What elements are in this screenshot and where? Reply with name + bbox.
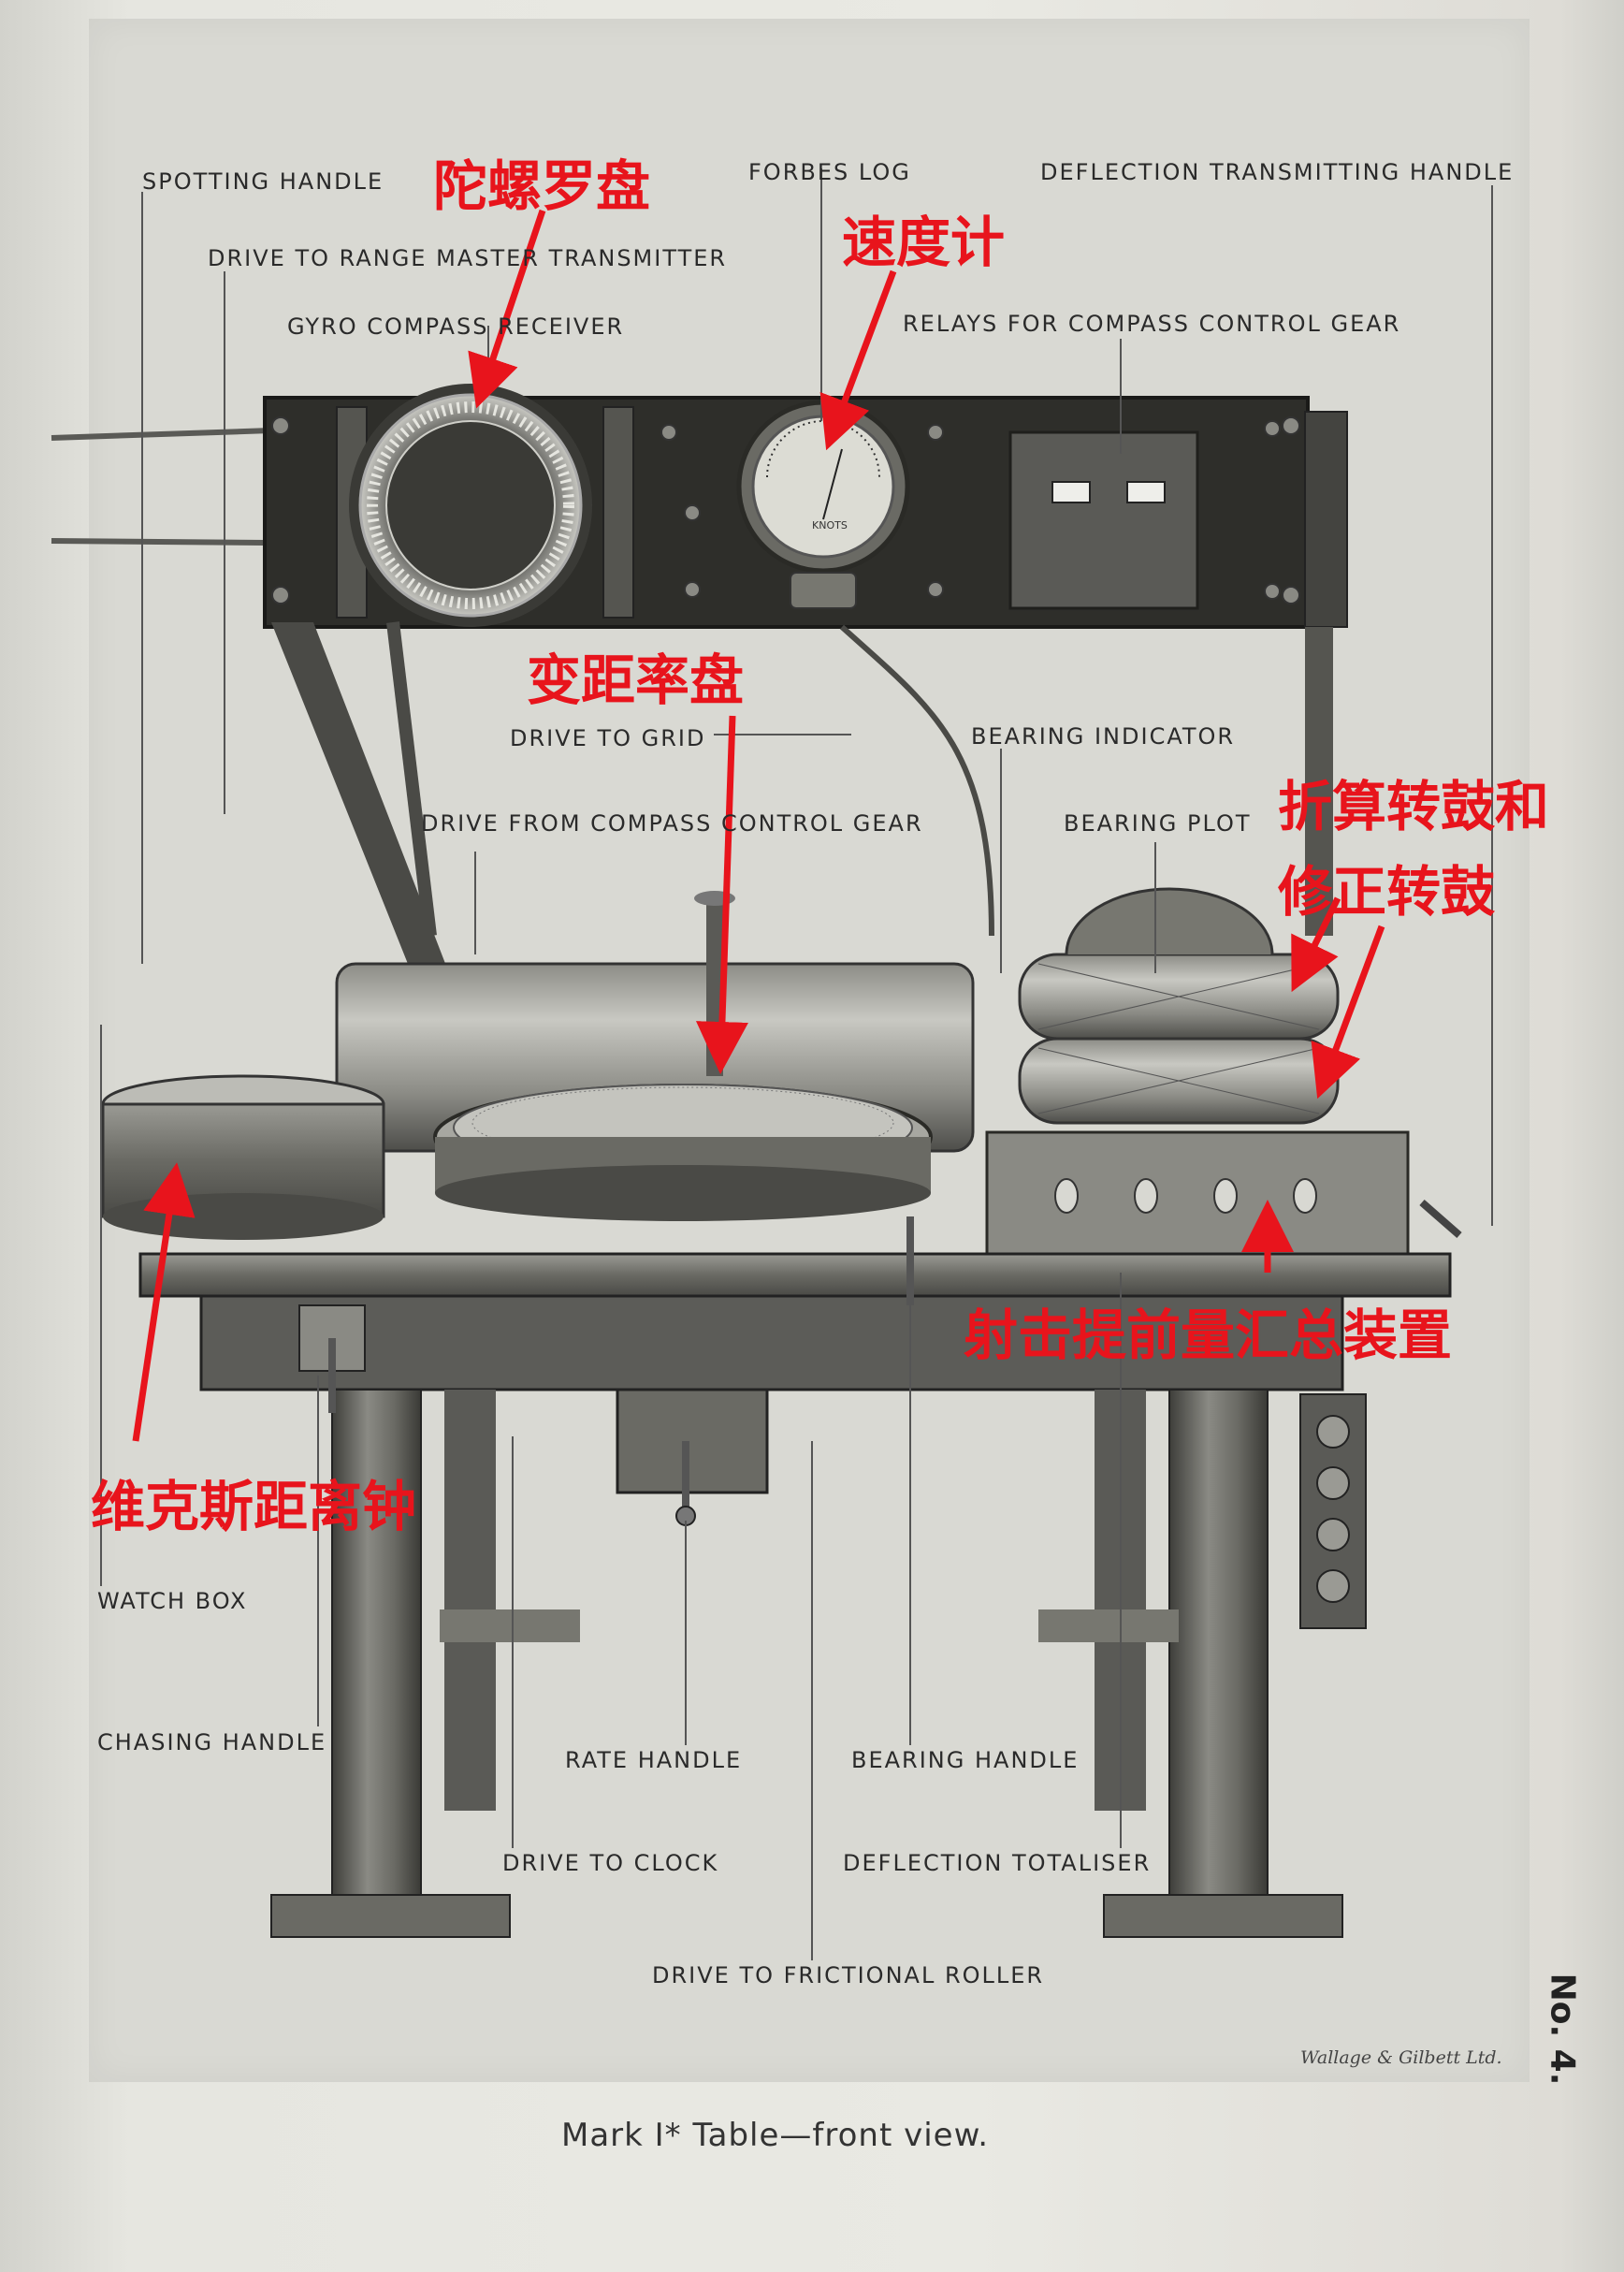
- label-rate-handle: RATE HANDLE: [565, 1747, 743, 1773]
- page-number-text: No. 4.: [1543, 1973, 1582, 2086]
- label-bearing-indicator: BEARING INDICATOR: [971, 723, 1236, 750]
- label-gyro-compass-receiver: GYRO COMPASS RECEIVER: [287, 313, 625, 340]
- label-drive-to-range-master: DRIVE TO RANGE MASTER TRANSMITTER: [208, 245, 728, 271]
- label-chasing-handle: CHASING HANDLE: [97, 1729, 327, 1755]
- annotation-drums-line1: 折算转鼓和: [1278, 775, 1550, 838]
- annotation-arrows: [132, 209, 1385, 1442]
- dial-unit-text: KNOTS: [812, 519, 848, 532]
- annotation-drums-line2: 修正转鼓: [1278, 860, 1496, 924]
- publisher-credit: Wallage & Gilbett Ltd.: [1300, 2047, 1502, 2068]
- annotation-speedometer: 速度计: [842, 211, 1006, 274]
- annotation-vickers-clock: 维克斯距离钟: [91, 1475, 417, 1538]
- label-drive-from-compass-control: DRIVE FROM COMPASS CONTROL GEAR: [421, 810, 923, 837]
- annotation-gyro-compass: 陀螺罗盘: [433, 154, 651, 218]
- annotation-rate-plate: 变距率盘: [527, 648, 745, 712]
- label-watch-box: WATCH BOX: [97, 1588, 248, 1614]
- label-forbes-log: FORBES LOG: [748, 159, 911, 185]
- panel-supports: [271, 621, 1333, 973]
- cables: [51, 428, 272, 546]
- machine-body: [101, 887, 1462, 1938]
- label-bearing-plot: BEARING PLOT: [1064, 810, 1252, 837]
- label-drive-to-clock: DRIVE TO CLOCK: [502, 1850, 719, 1876]
- page-number: No. 4.: [1534, 1973, 1590, 2094]
- leader-lines: [100, 168, 1493, 1960]
- annotation-deflection-totaliser: 射击提前量汇总装置: [964, 1303, 1453, 1367]
- label-spotting-handle: SPOTTING HANDLE: [142, 168, 384, 195]
- label-deflection-totaliser: DEFLECTION TOTALISER: [843, 1850, 1152, 1876]
- label-drive-to-grid: DRIVE TO GRID: [510, 725, 706, 751]
- label-drive-to-frictional-roller: DRIVE TO FRICTIONAL ROLLER: [652, 1962, 1045, 1988]
- figure-caption: Mark I* Table—front view.: [561, 2117, 990, 2154]
- label-bearing-handle: BEARING HANDLE: [851, 1747, 1080, 1773]
- relay-box: [1008, 430, 1199, 610]
- gyro-compass-dial: [349, 384, 592, 627]
- label-relays-compass-control: RELAYS FOR COMPASS CONTROL GEAR: [903, 311, 1401, 337]
- label-deflection-transmitting-handle: DEFLECTION TRANSMITTING HANDLE: [1040, 159, 1515, 185]
